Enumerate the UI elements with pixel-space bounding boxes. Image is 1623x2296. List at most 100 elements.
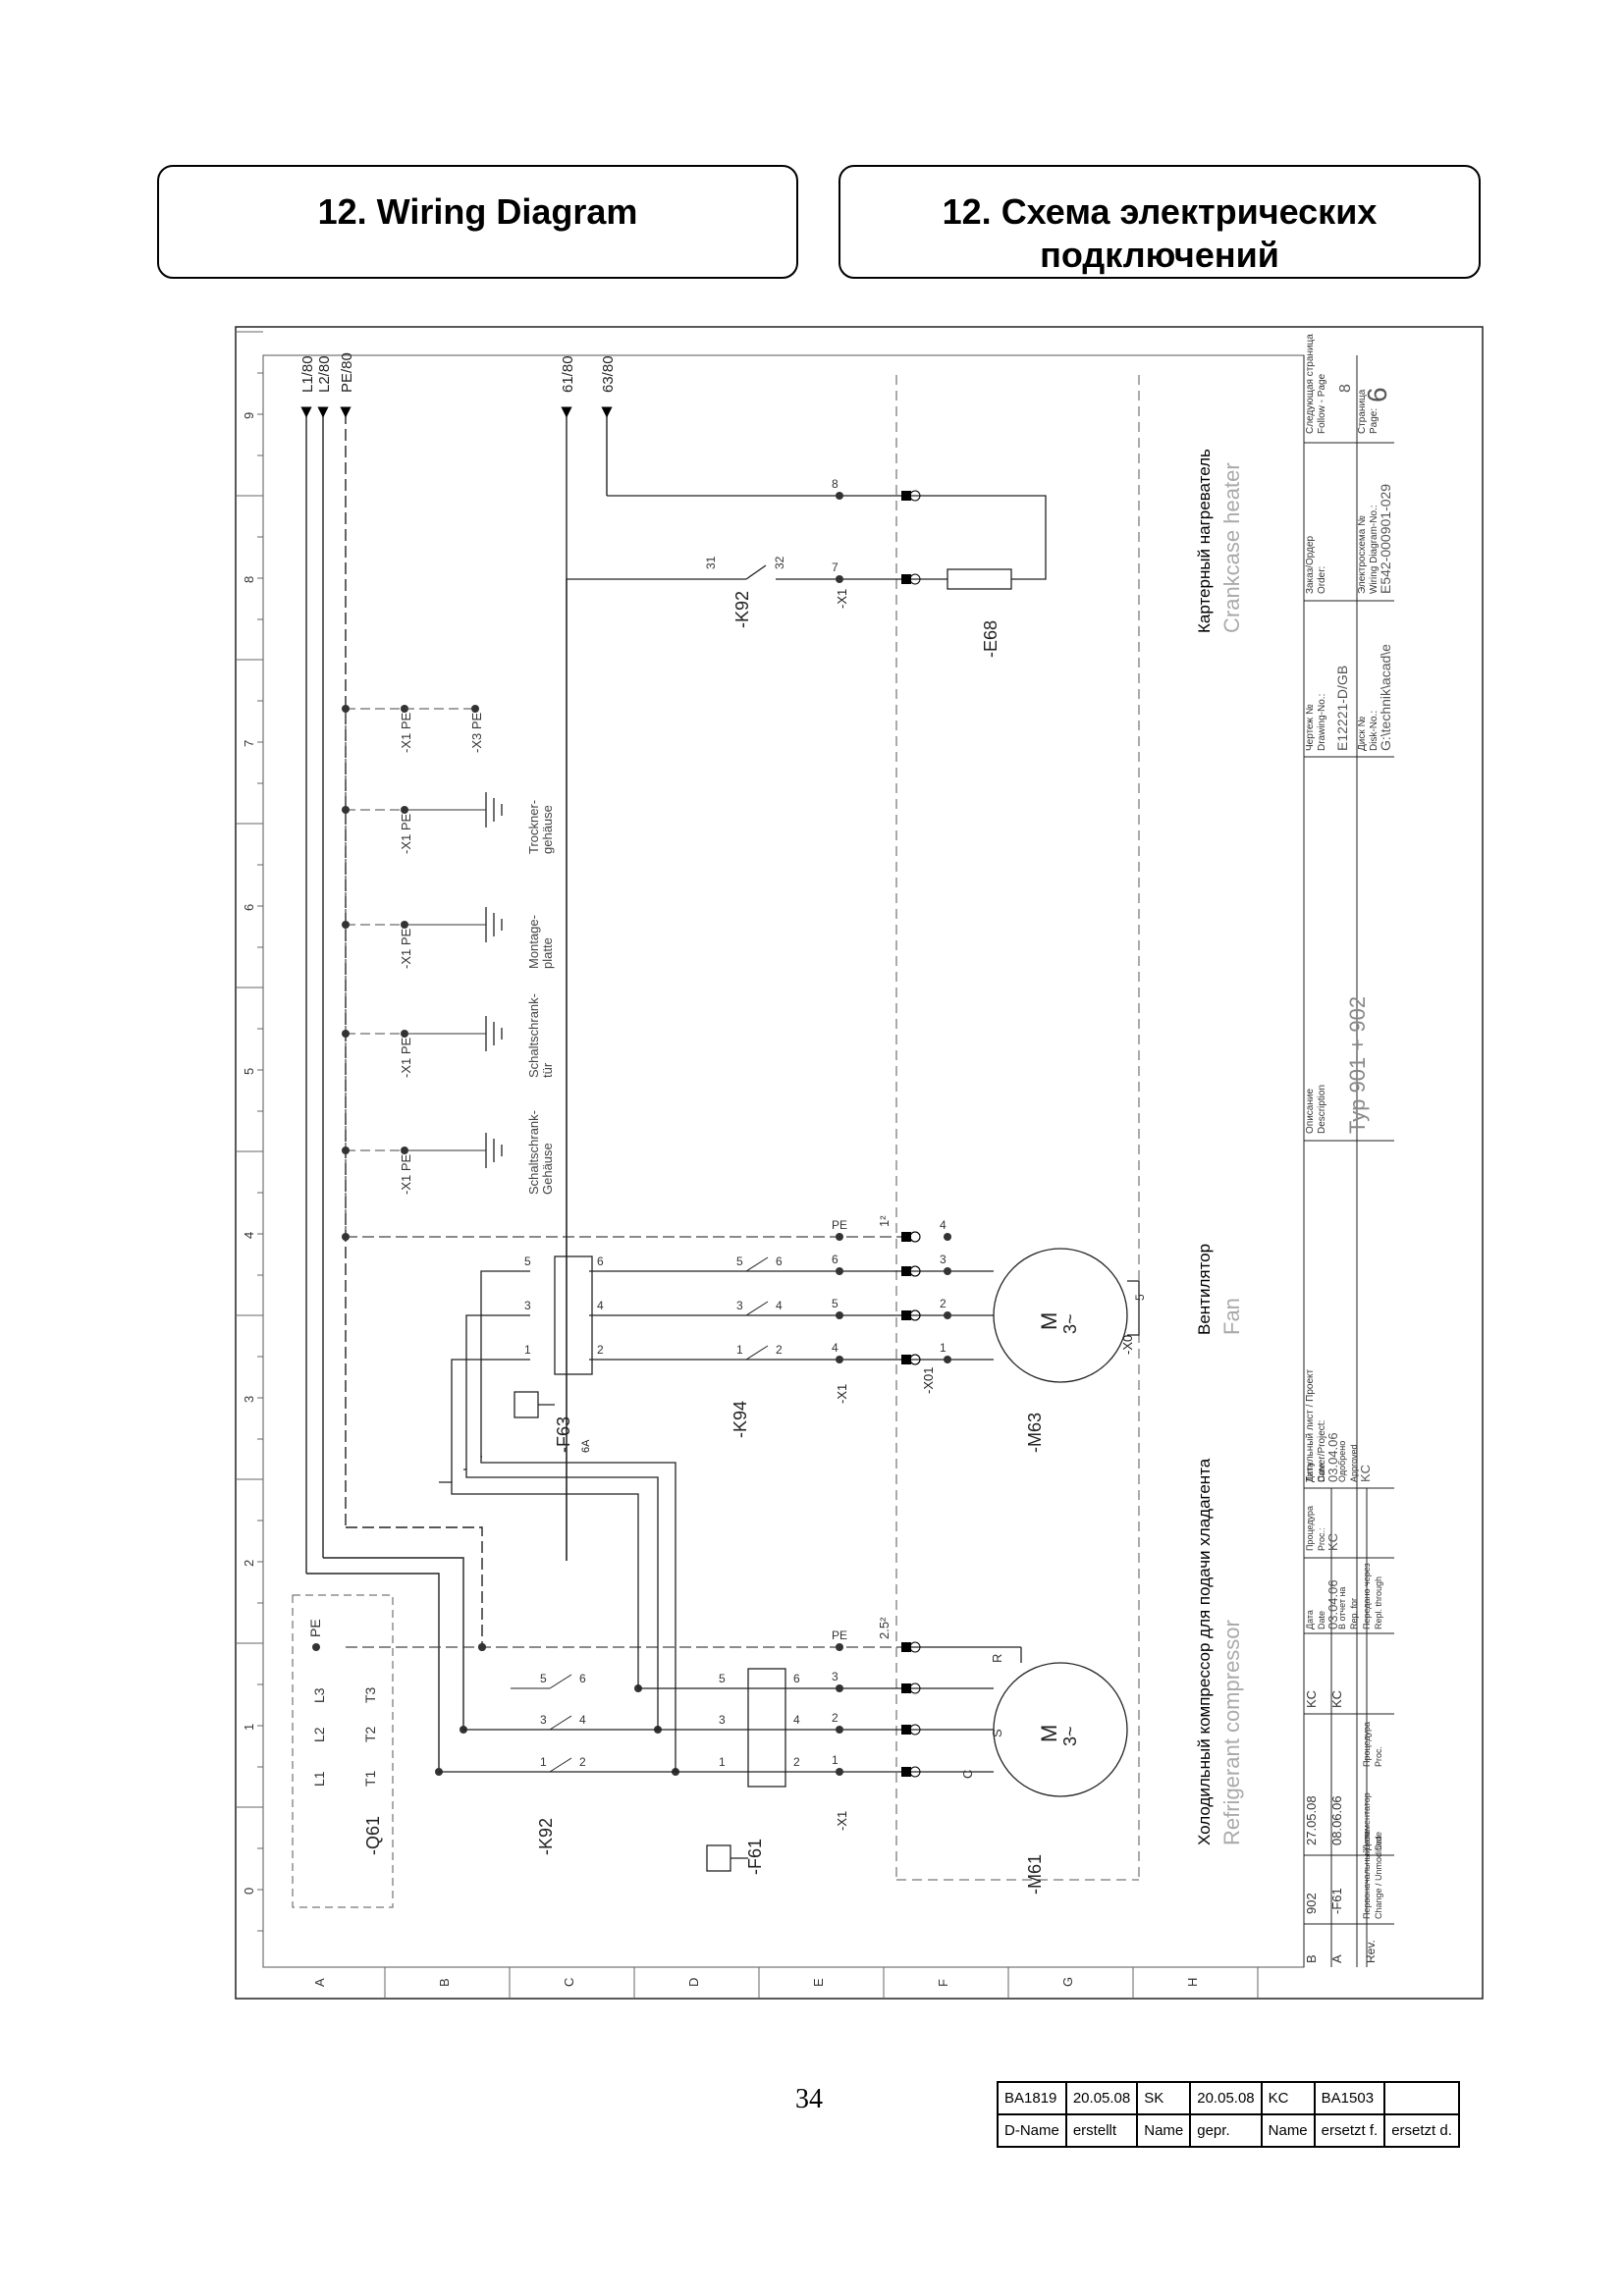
proc1-label: Proc.: [1317,1527,1326,1551]
rev-cell: ersetzt f. [1313,2113,1386,2148]
ground-label: platte [540,937,555,969]
terminal-dot [836,492,843,500]
fan-circuit [439,1248,1140,1772]
rep-for-label: В отчет на [1337,1587,1347,1629]
x1-compressor-terminal: 3 [832,1670,839,1683]
connector-plug [901,1266,911,1276]
drawing-label: Drawing-No.: [1317,694,1327,751]
x1-compressor-terminal: PE [832,1629,847,1642]
grid-ticks [236,331,1259,1999]
contact-number: 3 [524,1299,531,1312]
x1-pe-label: -X1 PE [399,712,413,753]
x1-pe-label: -X1 PE [399,813,413,854]
change-label: Change / Unmodified [1374,1836,1383,1919]
x3-pe-terminal [471,705,479,713]
revision-date: 27.05.08 [1304,1795,1319,1845]
x1-compressor-terminal: 1 [832,1753,839,1767]
column-number: 5 [242,1068,256,1075]
contact-number: 1 [719,1755,726,1769]
follow-page-label: Follow - Page [1317,373,1327,434]
winding-label: C [960,1770,975,1779]
terminal-dot [944,1233,951,1241]
rev-cell: ersetzt d. [1383,2113,1460,2148]
rev-cell: D-Name [997,2113,1067,2148]
ground-label: gehäuse [540,805,555,854]
revision-date: 08.06.06 [1329,1795,1344,1845]
pe-node [342,1030,350,1038]
terminal-dot [944,1356,951,1363]
connector-plug [901,491,911,501]
supply-wiring [300,406,613,1772]
terminal-dot [836,1643,843,1651]
drawing-frame [235,326,1484,2000]
x1-pe-label: -X1 PE [399,1153,413,1195]
title-box-russian: 12. Схема электрических подключений [839,165,1481,279]
page-title-russian-line2: подключений [1040,235,1279,275]
terminal-dot [836,1267,843,1275]
row-letter: A [312,1978,327,1987]
x1-fan-terminal: PE [832,1218,847,1232]
rev-cell: 20.05.08 [1189,2081,1263,2115]
rev-cell: Name [1136,2113,1192,2148]
section-de-fan: Fan [1219,1298,1244,1335]
q61-terminal-label: L3 [311,1687,327,1703]
connector-socket [909,1766,921,1778]
description-label: Описание [1305,1089,1316,1134]
contact-number: 2 [597,1343,604,1357]
rev-cell: KC [1260,2081,1316,2115]
k92-main-label: -K92 [536,1818,556,1855]
x1-heater-terminal: 8 [832,477,839,491]
motor-phase: 3~ [1060,1726,1080,1746]
revision-letter: A [1329,1954,1344,1963]
disk-label: Диск № [1357,716,1368,751]
column-number: 8 [242,576,256,583]
date2-label: Date [1317,1464,1326,1482]
terminal-dot [944,1267,951,1275]
revision-table: BA1819 20.05.08 SK 20.05.08 KC BA1503 D-… [997,2081,1460,2148]
rev-cell: erstellt [1064,2113,1139,2148]
supply-arrow-label: L2/80 [316,355,333,393]
date2-label: Дата [1305,1463,1315,1482]
connector-socket [909,1354,921,1365]
revision-change: -F61 [1329,1888,1344,1914]
contact-number: 2 [776,1343,783,1357]
row-letter: D [686,1978,701,1987]
revision-table-row: BA1819 20.05.08 SK 20.05.08 KC BA1503 [997,2081,1460,2115]
terminal-dot [836,1684,843,1692]
connector-plug [901,1767,911,1777]
connector-socket [909,1724,921,1735]
x1-fan-label: -X1 [835,1384,849,1404]
section-de-heater: Crankcase heater [1219,462,1244,633]
ground-label: Gehäuse [540,1143,555,1195]
proc-label: Proc. [1374,1746,1383,1767]
contact-blade [549,1757,572,1773]
contact-number: 3 [719,1713,726,1727]
e68-label: -E68 [981,620,1001,658]
column-number: 0 [242,1888,256,1895]
f61-label: -F61 [745,1839,765,1875]
revision-change: 902 [1304,1893,1319,1914]
wiring-diagram-label: Wiring Diagram-No.: [1369,505,1380,594]
rev-label: Rev. [1364,1940,1378,1963]
x0-terminal: 5 [1133,1294,1147,1301]
date2-value: 03.04.06 [1325,1432,1340,1482]
motor-letter: M [1037,1312,1061,1330]
heater-arrow-label: 63/80 [600,355,617,393]
x01-fan-terminal: 2 [940,1297,947,1310]
ground-label: Schaltschrank- [526,993,541,1078]
terminal-dot [836,1311,843,1319]
disk-value: G:\technik\acad\e [1378,644,1393,751]
title-block-grid [1303,355,1394,1967]
wiring-diagram-label: Электросхема № [1357,515,1368,594]
date1-label: Date [1317,1611,1326,1629]
column-number: 9 [242,412,256,419]
pe-node [342,921,350,929]
through-label: Repl. through [1374,1576,1383,1629]
ground-label: Montage- [526,915,541,969]
contact-number: 5 [524,1255,531,1268]
x01-fan-terminal: 4 [940,1218,947,1232]
row-letter: C [562,1978,576,1987]
